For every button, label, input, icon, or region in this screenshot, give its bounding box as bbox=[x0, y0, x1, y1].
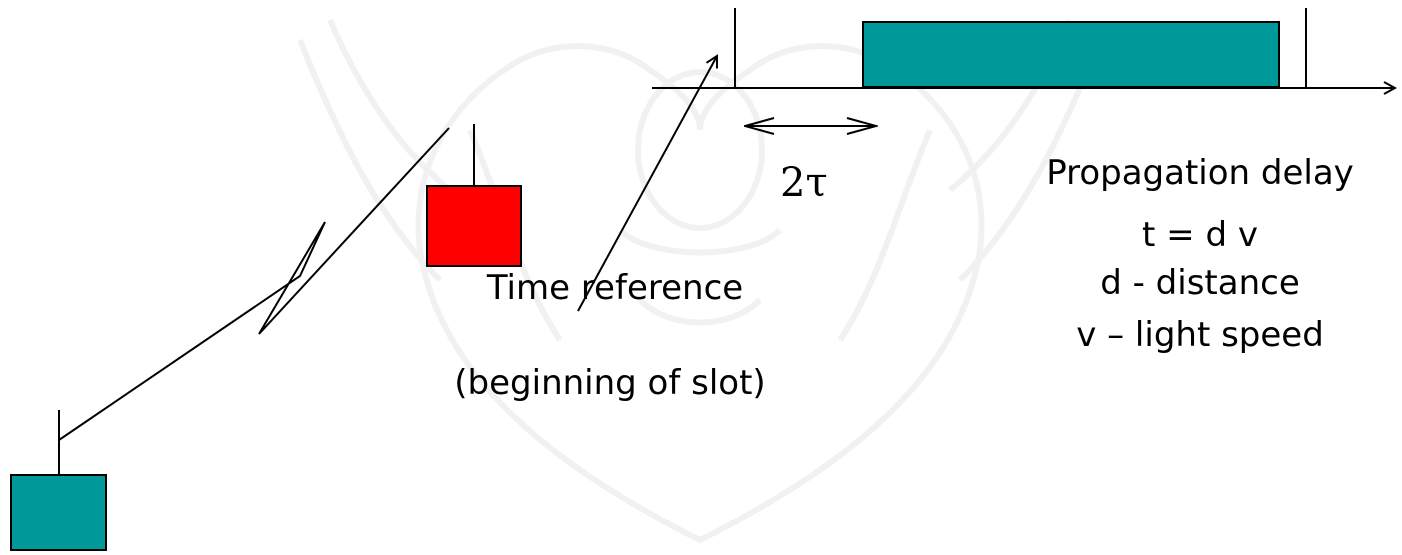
beginning-of-slot-label: (beginning of slot) bbox=[454, 363, 766, 403]
distance-label: d - distance bbox=[1100, 263, 1300, 303]
time-reference-label: Time reference bbox=[486, 268, 744, 308]
time-reference-pointer bbox=[577, 56, 717, 312]
received-burst bbox=[862, 21, 1280, 88]
university-seal-watermark bbox=[297, 18, 1103, 544]
formula-label: t = d v bbox=[1142, 215, 1258, 255]
terminal-box bbox=[10, 474, 107, 551]
light-speed-label: v – light speed bbox=[1076, 315, 1324, 355]
two-tau-label: 2τ bbox=[780, 160, 828, 206]
propagation-delay-label: Propagation delay bbox=[1046, 153, 1354, 193]
satellite-box bbox=[426, 185, 522, 267]
zigzag-radio-link bbox=[58, 127, 450, 441]
